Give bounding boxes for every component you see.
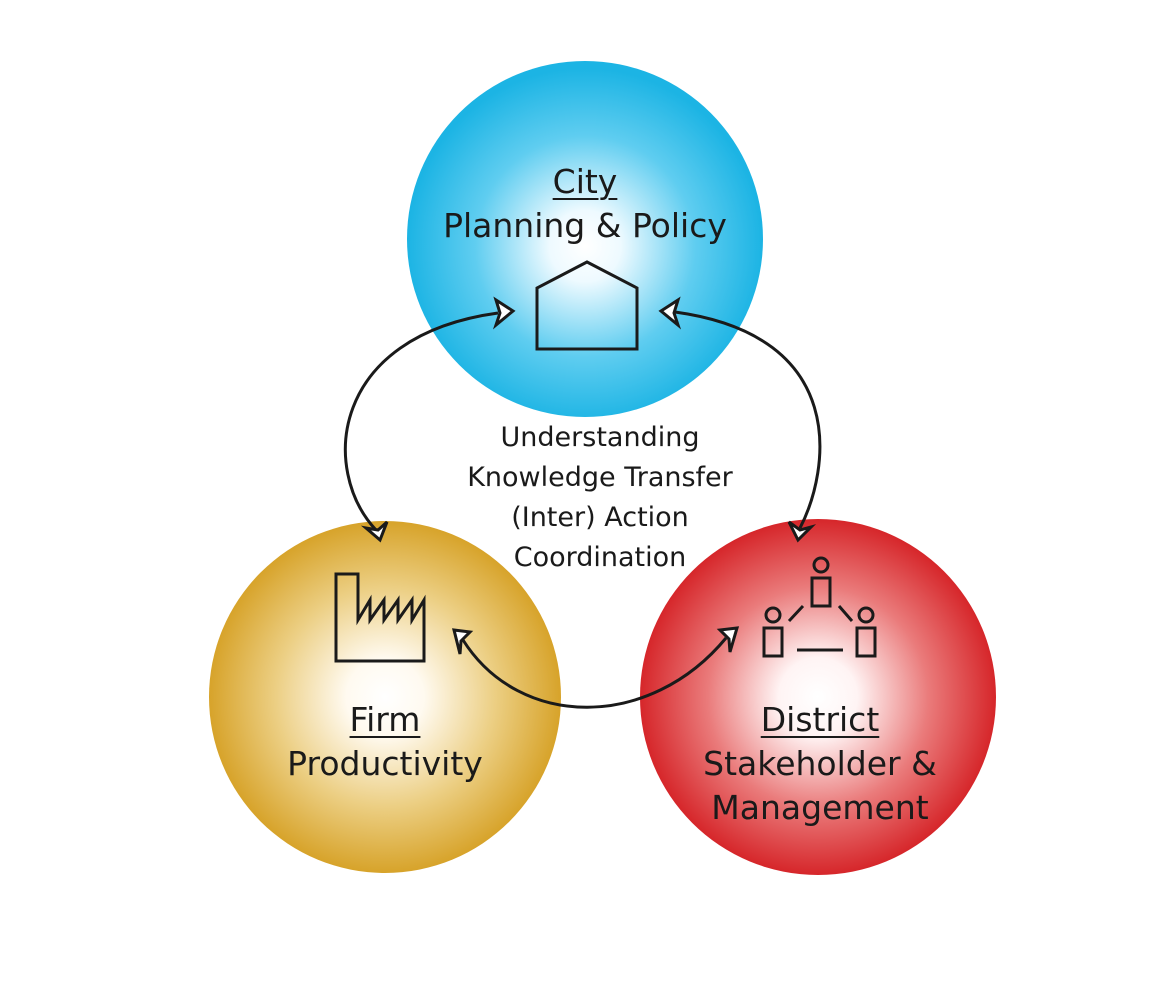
district-label: District Stakeholder & Management (640, 698, 1000, 830)
connector-firm-district (461, 637, 728, 709)
city-subtitle: Planning & Policy (443, 206, 727, 245)
arrowhead-firm-top (360, 520, 389, 543)
arrowhead-firm-right (452, 628, 474, 655)
firm-circle (209, 521, 561, 873)
center-line-inter-action: (Inter) Action (511, 502, 689, 533)
district-circle (640, 519, 996, 875)
firm-subtitle: Productivity (287, 744, 483, 783)
factory-icon (334, 572, 426, 663)
arrowhead-district-left (716, 626, 740, 653)
firm-label: Firm Productivity (210, 698, 560, 786)
firm-title: Firm (349, 700, 421, 739)
arrowhead-district-top (787, 520, 817, 543)
center-line-coordination: Coordination (513, 542, 687, 573)
city-title: City (552, 162, 618, 201)
center-label: Understanding Knowledge Transfer (Inter)… (440, 418, 760, 578)
arrowhead-city-right (658, 296, 682, 330)
city-circle (407, 61, 763, 417)
house-icon (535, 260, 639, 351)
district-title: District (760, 700, 880, 739)
connector-city-firm (343, 311, 499, 532)
arrowhead-city-left (492, 296, 516, 330)
center-line-understanding: Understanding (500, 422, 700, 453)
center-line-knowledge-transfer: Knowledge Transfer (467, 462, 733, 493)
people-network-icon (762, 556, 877, 658)
district-subtitle-line-1: Stakeholder & (703, 744, 937, 783)
connector-city-district (674, 310, 822, 529)
district-subtitle-line-2: Management (711, 788, 929, 827)
city-label: City Planning & Policy (400, 160, 770, 248)
